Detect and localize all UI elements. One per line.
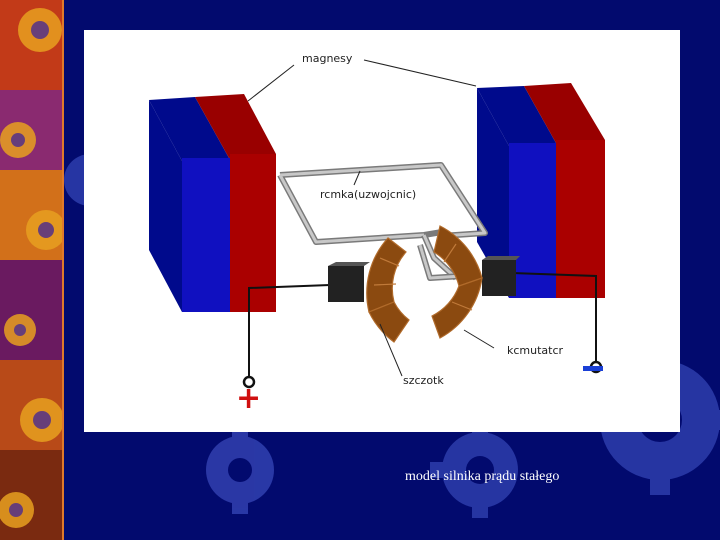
label-coil: rcmka(uzwojcnic) [320, 188, 417, 201]
label-magnets: magnesy [302, 52, 353, 65]
brushes [328, 256, 520, 302]
commutator [366, 225, 483, 343]
slide-caption: model silnika prądu stałego [405, 469, 560, 484]
right-magnet [477, 83, 605, 298]
wires [248, 272, 597, 382]
left-magnet [149, 94, 276, 312]
decorative-strip [0, 0, 64, 540]
leader-lines [247, 59, 495, 377]
label-brushes: szczotk [403, 374, 444, 387]
negative-terminal-sign [583, 366, 603, 371]
label-commutator: kcmutatcr [507, 344, 564, 357]
positive-terminal-sign: + [236, 381, 262, 416]
motor-diagram: magnesy rcmka(uzwojcnic) kcmutatcr szczo… [84, 30, 680, 432]
